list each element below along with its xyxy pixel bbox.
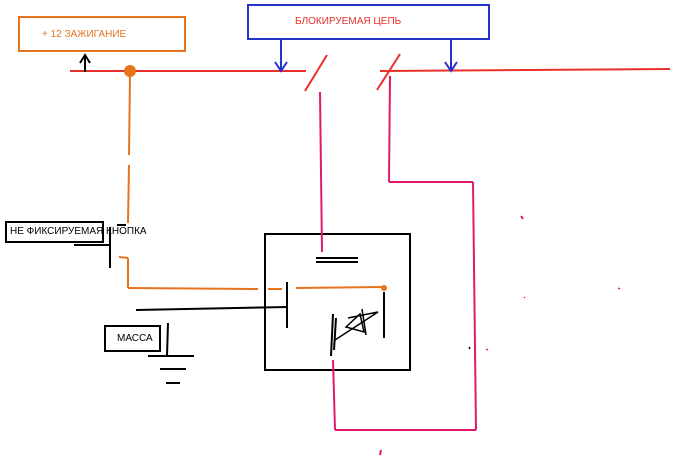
relay-contact-left [304,54,328,92]
relay-housing [264,233,411,371]
ground-symbol [148,322,194,384]
blocked-circuit-text: БЛОКИРУЕМАЯ ЦЕПЬ [295,16,402,27]
button-label: НЕ ФИКСИРУЕМАЯ КНОПКА [5,221,147,243]
relay-terminals [135,257,385,357]
ground-label: МАССА [104,325,161,352]
blocked-circuit-wiring [319,75,524,456]
button-text: НЕ ФИКСИРУЕМАЯ КНОПКА [10,226,147,237]
blocked-circuit-label: БЛОКИРУЕМАЯ ЦЕПЬ [247,4,490,40]
ground-text: МАССА [117,333,153,344]
pushbutton-contacts [74,224,126,268]
ignition-arrow [79,53,91,72]
relay-terminal-dot [381,285,387,291]
relay-contact-right [376,53,401,91]
ignition-label: + 12 ЗАЖИГАНИЕ [18,16,186,52]
diode-icon [334,308,379,341]
junction-dot [124,65,136,77]
power-bus [70,53,671,92]
control-wiring [118,75,386,290]
ignition-text: + 12 ЗАЖИГАНИЕ [42,29,127,40]
blocked-circuit-arrows [274,38,458,73]
stray-marks [468,287,621,351]
